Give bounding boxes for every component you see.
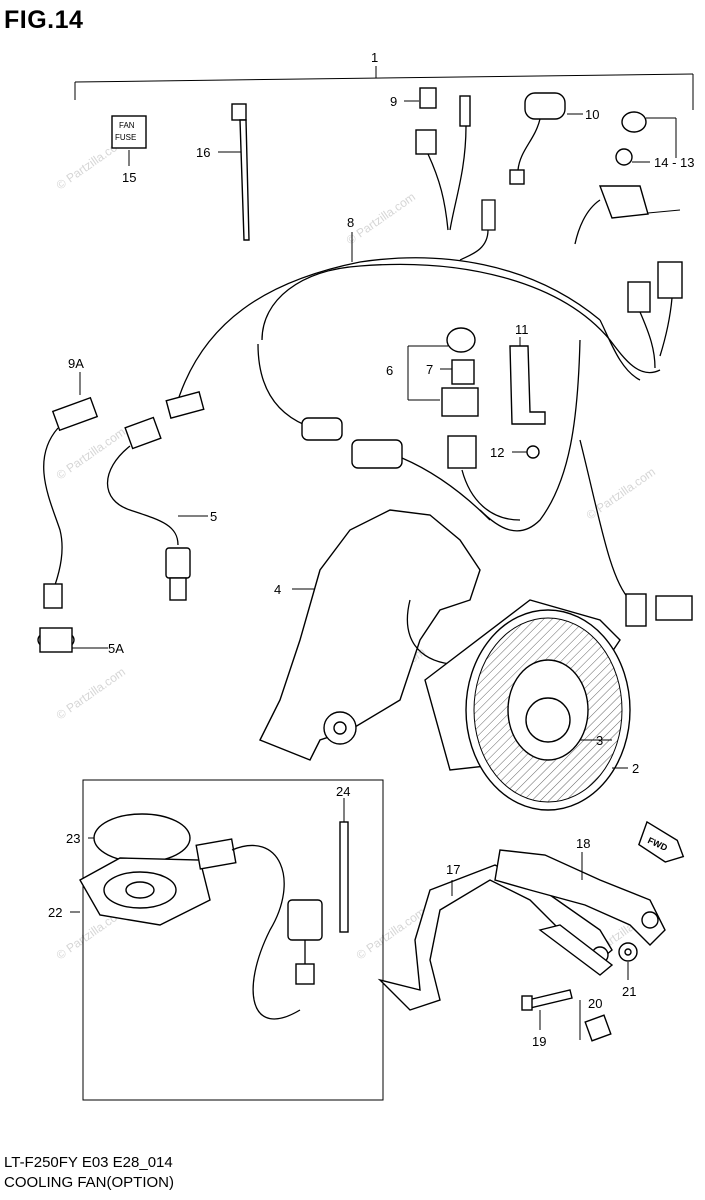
callout-18: 18 <box>576 836 590 851</box>
callout-12: 12 <box>490 445 504 460</box>
bracket-part-17-18: 17 18 <box>377 836 666 1011</box>
callout-9: 9 <box>390 94 397 109</box>
callout-4: 4 <box>274 582 281 597</box>
screw-part-12: 12 <box>490 445 540 460</box>
relay-part-6-7: 6 7 <box>386 327 521 521</box>
callout-8: 8 <box>347 215 354 230</box>
callout-1: 1 <box>371 50 378 65</box>
collar-part-20: 20 <box>579 996 612 1042</box>
fwd-arrow: FWD <box>638 820 685 863</box>
watermark-text: © Partzilla.com <box>584 465 658 523</box>
harness-part-9a: 9A 5A <box>37 356 124 656</box>
callout-19: 19 <box>532 1034 546 1049</box>
callout-17: 17 <box>446 862 460 877</box>
callout-6: 6 <box>386 363 393 378</box>
inset-box: 23 22 24 <box>48 779 384 1101</box>
fuse-label-line2: FUSE <box>115 133 136 142</box>
cable-tie-part-16: 16 <box>196 103 250 241</box>
fitting-part-13-14: 14 - 13 <box>574 111 694 245</box>
callout-5a: 5A <box>108 641 124 656</box>
callout-11: 11 <box>515 322 529 337</box>
callout-10: 10 <box>585 107 599 122</box>
bracket-part-11: 11 <box>509 322 546 425</box>
callout-22: 22 <box>48 905 62 920</box>
callout-16: 16 <box>196 145 210 160</box>
connector-part-9: 9 <box>390 87 496 261</box>
fan-motor-part-2: 3 2 <box>424 599 639 811</box>
callout-9a: 9A <box>68 356 84 371</box>
callout-3: 3 <box>596 733 603 748</box>
callout-14-13: 14 - 13 <box>654 155 694 170</box>
assembly-bracket-1: 1 <box>74 50 694 110</box>
callout-20: 20 <box>588 996 602 1011</box>
temp-switch-part-5: 5 <box>107 391 217 601</box>
watermark-text: © Partzilla.com <box>54 425 128 483</box>
callout-5: 5 <box>210 509 217 524</box>
fan-shroud-part-4: 4 <box>259 509 481 761</box>
callout-24: 24 <box>336 784 350 799</box>
watermark-text: © Partzilla.com <box>54 665 128 723</box>
callout-23: 23 <box>66 831 80 846</box>
callout-2: 2 <box>632 761 639 776</box>
bolt-part-19: 19 <box>521 989 573 1049</box>
model-code: LT-F250FY E03 E28_014 <box>4 1154 173 1171</box>
callout-15: 15 <box>122 170 136 185</box>
nut-part-21: 21 <box>618 942 638 999</box>
fan-connector <box>351 439 491 521</box>
callout-21: 21 <box>622 984 636 999</box>
fan-fuse-part-15: FAN FUSE 15 <box>111 115 147 185</box>
section-title: COOLING FAN(OPTION) <box>4 1174 175 1191</box>
figure-title: FIG.14 <box>4 6 84 34</box>
callout-7: 7 <box>426 362 433 377</box>
wiring-harness-part-8: 8 <box>174 215 693 627</box>
switch-part-10: 10 <box>509 92 599 185</box>
watermark-text: © Partzilla.com <box>344 190 418 248</box>
fuse-label-line1: FAN <box>119 121 135 130</box>
